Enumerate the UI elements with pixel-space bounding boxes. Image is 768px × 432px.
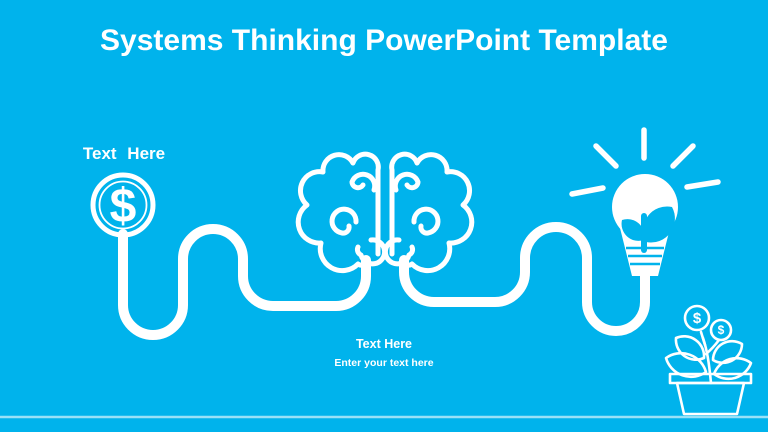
center-text-label[interactable]: Text Here — [355, 337, 413, 351]
lightbulb-rays — [569, 127, 721, 197]
dollar-circle-inner-ring — [98, 180, 148, 230]
coin-circle — [683, 304, 711, 332]
slide-title[interactable]: Systems Thinking PowerPoint Template — [100, 24, 668, 57]
center-text-placeholder[interactable]: Enter your text here — [334, 357, 434, 369]
brain-left-hemisphere — [295, 151, 381, 274]
money-plant-icon: $ $ — [664, 304, 753, 416]
coin-circle — [709, 318, 733, 342]
connector-wire-right — [399, 222, 650, 336]
brain-curl — [349, 171, 378, 193]
dollar-sign: $ — [110, 180, 137, 233]
dollar-circle-outer-ring — [90, 172, 156, 238]
plant-leaf — [674, 335, 706, 361]
dollar-circle-icon: $ — [90, 172, 156, 238]
brain-curl — [329, 206, 359, 236]
money-text-label[interactable]: Text Here — [82, 144, 166, 163]
brain-curl — [411, 206, 441, 236]
lightbulb-icon — [569, 127, 721, 276]
pot-rim — [668, 372, 753, 385]
brain-right-hemisphere — [389, 151, 475, 274]
coin-dollar-sign: $ — [718, 323, 725, 337]
connector-wire-left — [118, 224, 371, 340]
brain-icon — [295, 151, 475, 274]
pot-body — [675, 381, 746, 416]
coin-stem — [704, 338, 721, 356]
coin-dollar-sign: $ — [693, 310, 702, 327]
brain-curl — [382, 237, 416, 267]
plant-leaf — [711, 339, 744, 365]
brain-curl — [354, 237, 388, 267]
brain-curl — [392, 171, 421, 193]
coin-stem — [699, 330, 707, 347]
lightbulb-sprout — [621, 206, 675, 253]
